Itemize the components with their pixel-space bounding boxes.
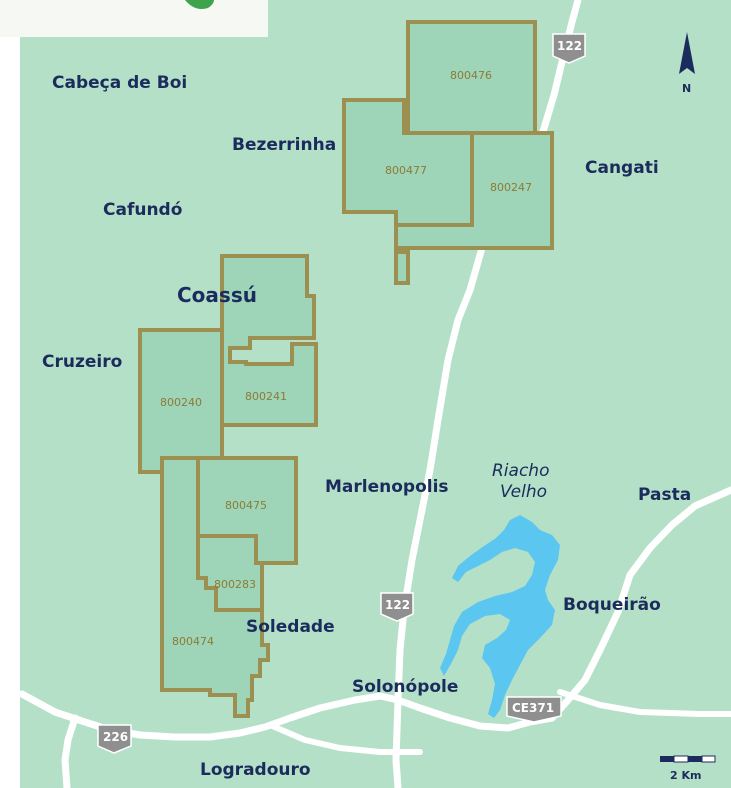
north-arrow-label: N [682,82,691,95]
tenement-800477 [342,98,474,285]
place-label-bezerrinha: Bezerrinha [232,135,336,155]
tenement-label: 800241 [245,390,287,403]
tenement-label: 800476 [450,69,492,82]
place-label-soledade: Soledade [246,617,335,637]
road-shield-label: CE371 [512,701,554,715]
tenement-800474 [160,456,270,718]
tenement-800241 [220,254,318,427]
road-shield-top: 122 [552,33,586,64]
north-arrow: N [679,32,695,95]
inset-logo-shape [185,0,214,9]
place-label-solonopole: Solonópole [352,677,458,697]
scale-bar-segment [660,756,674,762]
place-label-boqueirao: Boqueirão [563,595,661,615]
scale-bar-segment [701,755,716,763]
north-arrow-icon [679,32,695,74]
tenement-label: 800283 [214,578,256,591]
place-label-logradouro: Logradouro [200,760,311,780]
water-label-line1: Riacho [492,461,549,481]
place-label-marlenopolis: Marlenopolis [325,477,449,497]
road-shield-label: 122 [385,598,410,612]
road-226-branch [61,714,79,788]
tenement-label: 800240 [160,396,202,409]
water-label-line2: Velho [500,482,547,502]
tenement-label: 800477 [385,164,427,177]
inset-panel [0,0,268,37]
road-east-branch [557,689,731,717]
road-shield-label: 226 [103,730,128,744]
road-ce371 [548,486,731,722]
reservoir-water [440,515,560,718]
tenement-800247 [394,131,554,250]
road-122-north [392,0,582,788]
place-label-coassu: Coassú [177,283,257,307]
scale-bar-segment [688,756,702,762]
road-west-secondary [267,722,423,755]
tenement-label: 800474 [172,635,214,648]
scale-bar-segment [673,755,689,763]
road-shield-middle: 122 [380,592,414,622]
scale-bar-label: 2 Km [670,769,701,782]
road-shield-west: 226 [97,724,132,754]
place-label-cangati: Cangati [585,158,659,178]
scale-bar: 2 Km [660,755,716,782]
tenement-label: 800247 [490,181,532,194]
place-label-pasta: Pasta [638,485,691,505]
road-shield-east: CE371 [506,696,562,723]
place-label-cafundo: Cafundó [103,200,182,220]
place-labels: Cabeça de Boi Bezerrinha Cangati Cafundó… [42,73,691,780]
place-label-cabeca-de-boi: Cabeça de Boi [52,73,187,93]
road-shield-label: 122 [557,39,582,53]
tenement-labels: 800476 800477 800247 800240 800241 80047… [160,69,532,648]
tenement-polygons [138,20,554,718]
tenement-label: 800475 [225,499,267,512]
place-label-cruzeiro: Cruzeiro [42,352,122,372]
